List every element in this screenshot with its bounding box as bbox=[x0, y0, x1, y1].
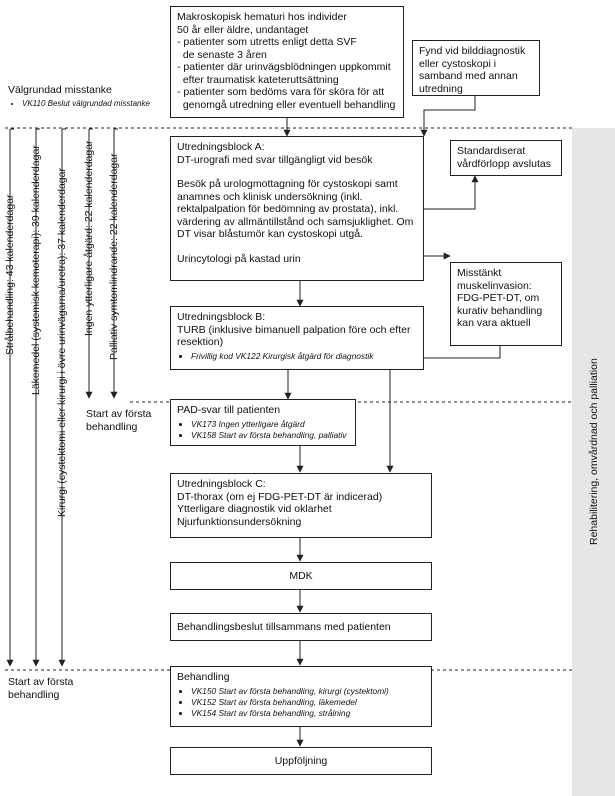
imaging-findings-text: Fynd vid bilddiagnostik eller cystoskopi… bbox=[419, 45, 526, 95]
investigation-block-a: Utredningsblock A: DT-urografi med svar … bbox=[170, 136, 424, 281]
pad-response-box: PAD-svar till patienten VK173 Ingen ytte… bbox=[170, 399, 356, 446]
block-a-line1: DT-urografi med svar tillgängligt vid be… bbox=[177, 153, 373, 166]
block-c-line: Njurfunktionsundersökning bbox=[177, 515, 302, 528]
start-first-treatment-label-1: Start av första behandling bbox=[86, 408, 152, 433]
followup-box: Uppföljning bbox=[170, 747, 432, 775]
investigation-block-b: Utredningsblock B: TURB (inklusive biman… bbox=[170, 306, 424, 370]
imaging-findings-box: Fynd vid bilddiagnostik eller cystoskopi… bbox=[412, 40, 540, 96]
criteria-item: - patienter som bedöms vara för sköra fö… bbox=[177, 86, 385, 98]
block-c-title: Utredningsblock C: bbox=[177, 478, 266, 490]
pathway-ended-box: Standardiserat vårdförlopp avslutas bbox=[450, 140, 562, 176]
timeline-label-drugs: Läkemedel (systemisk kemoterapi): 39 kal… bbox=[30, 145, 42, 395]
followup-text: Uppföljning bbox=[274, 755, 328, 767]
block-b-title: Utredningsblock B: bbox=[177, 311, 266, 323]
muscle-invasion-box: Misstänkt muskelinvasion: FDG-PET-DT, om… bbox=[450, 262, 562, 346]
treatment-code: VK150 Start av första behandling, kirurg… bbox=[191, 686, 425, 697]
rehab-column bbox=[572, 128, 615, 796]
suspicion-title: Välgrundad misstanke bbox=[8, 84, 112, 96]
treatment-title: Behandling bbox=[177, 671, 230, 683]
timeline-label-palliative: Palliativ symtomlindrande: 22 kalenderda… bbox=[108, 153, 120, 360]
block-c-line: Ytterligare diagnostik vid oklarhet bbox=[177, 503, 332, 515]
pad-code: VK173 Ingen ytterligare åtgärd bbox=[191, 419, 349, 430]
criteria-item: - patienter där urinvägsblödningen uppko… bbox=[177, 61, 391, 73]
block-b-code: Frivillig kod VK122 Kirurgisk åtgärd för… bbox=[191, 351, 417, 362]
timeline-label-no-action: Ingen ytterligare åtgärd: 22 kalenderdag… bbox=[83, 140, 95, 336]
treatment-decision-text: Behandlingsbeslut tillsammans med patien… bbox=[177, 621, 391, 633]
criteria-box: Makroskopisk hematuri hos individer 50 å… bbox=[170, 6, 404, 118]
block-a-paragraph: Besök på urologmottagning för cystoskopi… bbox=[177, 178, 414, 240]
muscle-invasion-text: Misstänkt muskelinvasion: FDG-PET-DT, om… bbox=[457, 267, 543, 329]
mdk-text: MDK bbox=[289, 570, 313, 582]
criteria-item: genomgå utredning eller eventuell behand… bbox=[177, 98, 396, 111]
treatment-code: VK154 Start av första behandling, stråln… bbox=[191, 708, 425, 719]
suspicion-block: Välgrundad misstanke VK110 Beslut välgru… bbox=[8, 84, 158, 109]
block-a-title: Utredningsblock A: bbox=[177, 141, 265, 153]
criteria-title: Makroskopisk hematuri hos individer bbox=[177, 11, 347, 23]
criteria-item: efter traumatisk kateteruttsättning bbox=[177, 73, 339, 86]
treatment-decision-box: Behandlingsbeslut tillsammans med patien… bbox=[170, 613, 432, 641]
timeline-label-surgery: Kirurgi (cystektomi eller kirurgi i övre… bbox=[56, 168, 68, 517]
investigation-block-c: Utredningsblock C: DT-thorax (om ej FDG-… bbox=[170, 473, 432, 538]
block-a-line-last: Urincytologi på kastad urin bbox=[177, 252, 301, 265]
suspicion-code: VK110 Beslut välgrundad misstanke bbox=[22, 99, 158, 109]
mdk-box: MDK bbox=[170, 562, 432, 590]
timeline-label-radiation: Strålbehandling: 43 kalenderdagar bbox=[4, 194, 16, 355]
treatment-code: VK152 Start av första behandling, läkeme… bbox=[191, 697, 425, 708]
pad-title: PAD-svar till patienten bbox=[177, 404, 281, 416]
start-first-treatment-label-2: Start av första behandling bbox=[8, 676, 74, 701]
block-c-line: DT-thorax (om ej FDG-PET-DT är indicerad… bbox=[177, 490, 383, 503]
criteria-line2: 50 år eller äldre, undantaget bbox=[177, 23, 309, 36]
criteria-item: - patienter som utretts enligt detta SVF bbox=[177, 36, 357, 48]
block-b-text: TURB (inklusive bimanuell palpation före… bbox=[177, 323, 411, 349]
criteria-item: de senaste 3 åren bbox=[177, 48, 267, 61]
pathway-ended-text: Standardiserat vårdförlopp avslutas bbox=[457, 145, 551, 170]
pad-code: VK158 Start av första behandling, pallia… bbox=[191, 430, 349, 441]
treatment-box: Behandling VK150 Start av första behandl… bbox=[170, 666, 432, 727]
